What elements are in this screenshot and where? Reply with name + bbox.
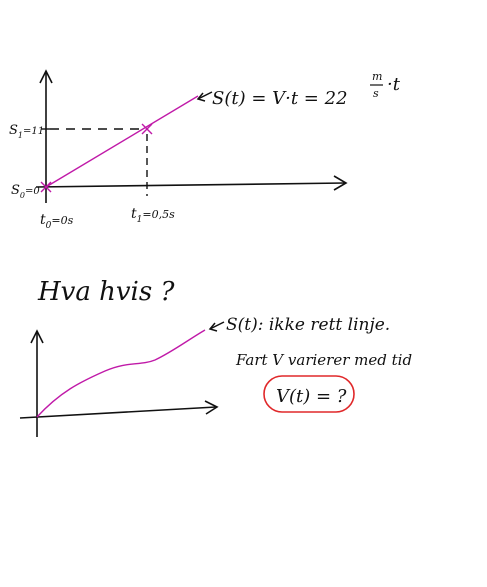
equation-unit-denominator: s [373, 87, 379, 100]
graph-2: S(t): ikke rett linje. Fart V varierer m… [19, 315, 412, 437]
question-heading: Hva hvis ? [37, 277, 175, 307]
curve-pointer-arrow [208, 321, 225, 332]
equation-pointer-arrow [196, 91, 213, 102]
highlight-circle [263, 375, 355, 413]
graph1-x-arrow [333, 175, 348, 191]
graph1-y-arrow [39, 69, 53, 84]
point-cross-mark [141, 123, 153, 135]
graph1-line-s-of-t [45, 95, 199, 188]
equation-s-of-t: S(t) = V·t = 22 [212, 88, 348, 109]
label-t1: t1=0,5s [131, 206, 175, 225]
label-s0: S0=0 [11, 183, 40, 200]
graph2-y-arrow [30, 329, 44, 344]
curve-label: S(t): ikke rett linje. [226, 315, 390, 335]
graph2-x-arrow [204, 400, 219, 415]
equation-unit-numerator: m [372, 70, 382, 83]
graph-1: S1=11 S0=0 t0=0s t1=0,5s S(t) = V·t = 22… [9, 69, 401, 231]
origin-cross-mark [40, 181, 52, 193]
graph1-x-axis [35, 182, 346, 188]
equation-rhs: ·t [387, 74, 401, 95]
graph2-curve-s-of-t [36, 329, 206, 418]
label-s1: S1=11 [9, 123, 44, 140]
label-t0: t0=0s [40, 212, 74, 231]
speed-varies-note: Fart V varierer med tid [235, 351, 412, 369]
graph2-x-axis [19, 406, 217, 419]
velocity-question: V(t) = ? [276, 386, 347, 407]
